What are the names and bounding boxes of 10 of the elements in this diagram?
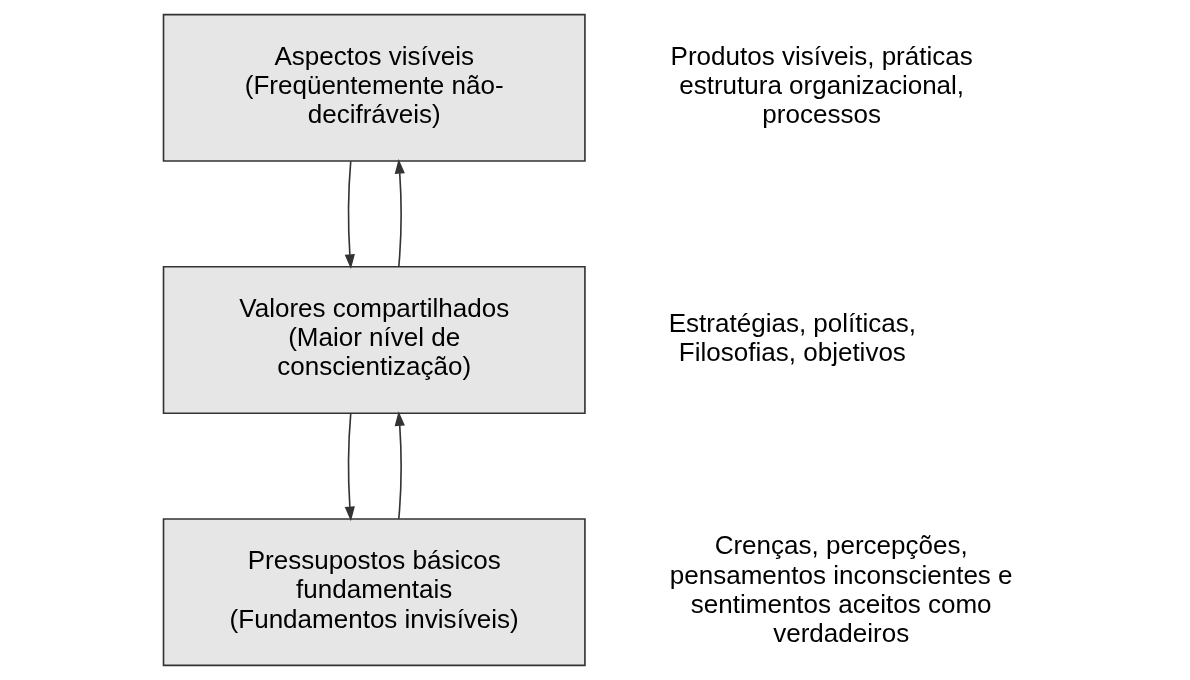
node-box: Aspectos visíveis (Freqüentemente não-decifráveis) (162, 13, 586, 162)
node-label: Produtos visíveis, práticas estrutura organizacional, processos (670, 40, 973, 130)
node-label: Estratégias, políticas, Filosofias, objetivos (668, 307, 916, 367)
arrow (344, 412, 355, 522)
arrow (394, 158, 405, 268)
arrow (344, 160, 355, 269)
arrow (394, 411, 405, 520)
node-box: Valores compartilhados (Maior nível de conscientização) (162, 265, 586, 415)
node-box: Pressupostos básicos fundamentais (Fundamentos invisíveis) (162, 518, 586, 667)
node-label: Crenças, percepções, pensamentos inconscientes e sentimentos aceitos como verdadeiros (669, 530, 1013, 649)
